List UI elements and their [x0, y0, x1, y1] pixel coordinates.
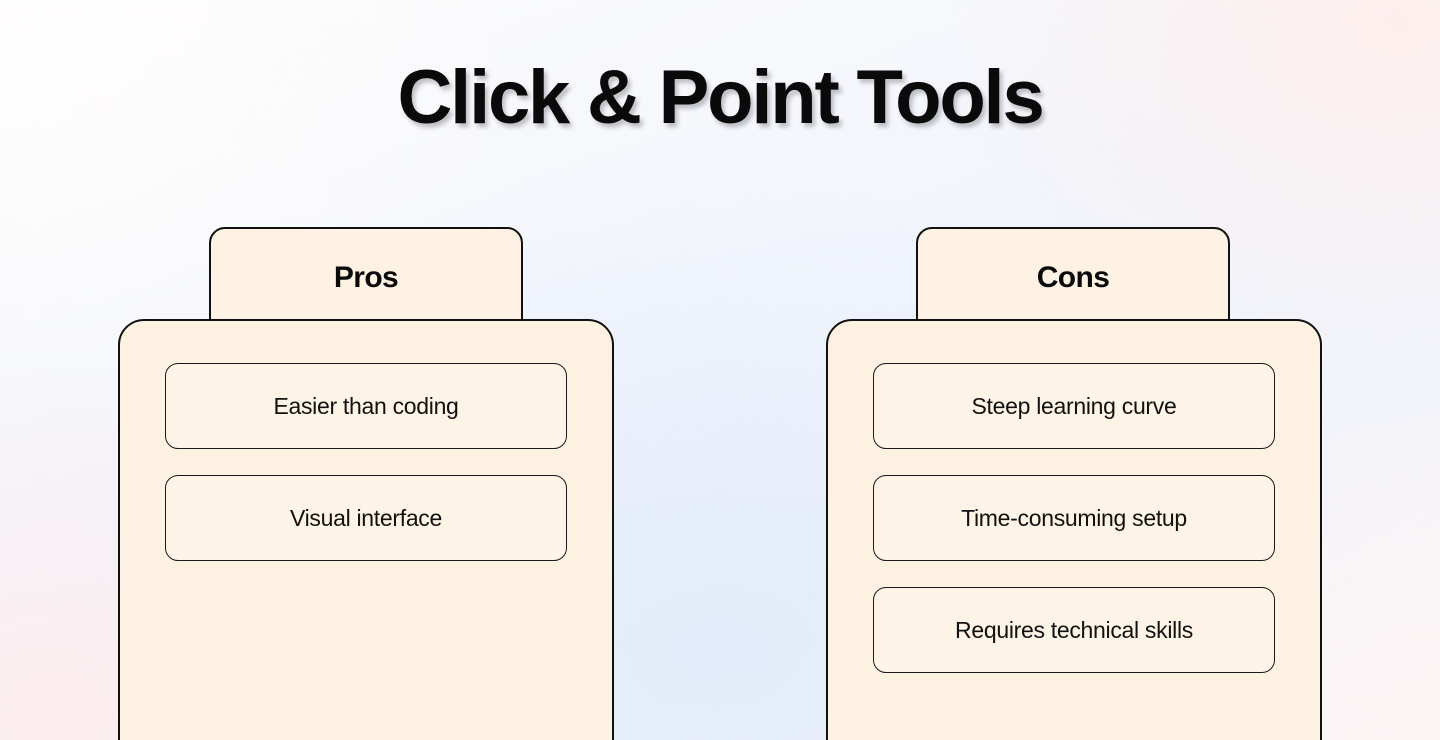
- pros-card-body: Easier than coding Visual interface: [118, 319, 614, 740]
- list-item-label: Time-consuming setup: [961, 504, 1187, 531]
- list-item[interactable]: Requires technical skills: [873, 587, 1275, 673]
- list-item[interactable]: Easier than coding: [165, 363, 567, 449]
- pros-header-label: Pros: [333, 261, 399, 294]
- list-item-label: Requires technical skills: [955, 616, 1193, 643]
- list-item[interactable]: Visual interface: [165, 475, 567, 561]
- cons-header-label: Cons: [1036, 261, 1110, 294]
- list-item-label: Easier than coding: [273, 392, 459, 419]
- cons-card-body: Steep learning curve Time-consuming setu…: [826, 319, 1322, 740]
- list-item-label: Visual interface: [289, 504, 443, 531]
- page-title: Click & Point Tools: [397, 55, 1044, 140]
- list-item[interactable]: Steep learning curve: [873, 363, 1275, 449]
- list-item-label: Steep learning curve: [971, 392, 1177, 419]
- list-item[interactable]: Time-consuming setup: [873, 475, 1275, 561]
